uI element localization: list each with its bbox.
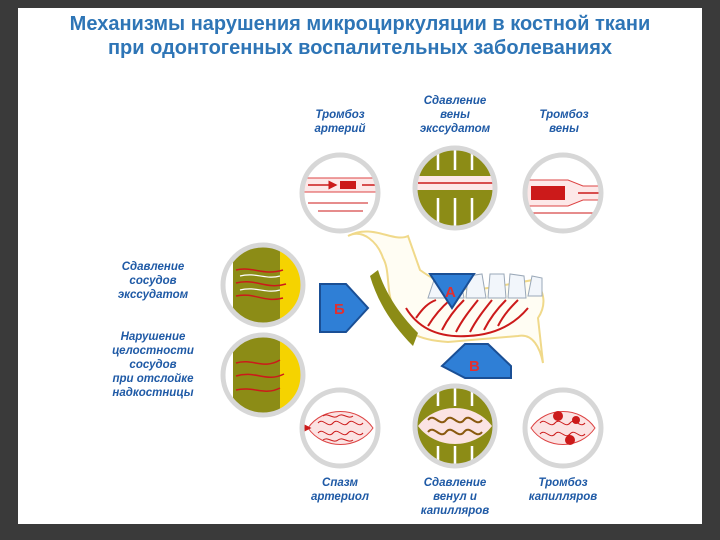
marker-v-label: В <box>469 358 480 375</box>
title-line-2: при одонтогенных воспалительных заболева… <box>107 37 613 59</box>
label-vein-compression: Сдавление вены экссудатом <box>419 95 491 135</box>
label-capillary-thrombosis: Тромбоз капилляров <box>528 477 598 503</box>
label-vessel-compression: Сдавление сосудов экссудатом <box>117 261 189 301</box>
vessel-compression-circle <box>220 242 306 328</box>
marker-v-arrow: В <box>440 343 512 379</box>
capillary-thrombosis-circle <box>522 387 604 469</box>
label-artery-thrombosis: Тромбоз артерий <box>314 109 366 135</box>
slide: Механизмы нарушения микроциркуляции в ко… <box>18 8 702 524</box>
artery-thrombosis-circle <box>299 152 381 234</box>
venule-compression-circle <box>412 383 498 469</box>
label-venule-compression: Сдавление венул и капилляров <box>420 477 490 517</box>
marker-a-label: А <box>445 284 456 301</box>
label-vein-thrombosis: Тромбоз вены <box>539 109 589 135</box>
title-line-1: Механизмы нарушения микроциркуляции в ко… <box>69 13 651 35</box>
diagram-canvas: Б А В <box>220 145 604 469</box>
marker-b-label: Б <box>334 301 345 318</box>
label-arteriole-spasm: Спазм артериол <box>310 477 370 503</box>
marker-a-arrow: А <box>428 273 476 310</box>
arteriole-spasm-circle <box>299 387 381 469</box>
label-vessel-integrity: Нарушение целостности сосудов при отслой… <box>112 331 194 399</box>
vessel-integrity-circle <box>220 332 306 418</box>
marker-b-arrow: Б <box>319 283 370 333</box>
vein-thrombosis-circle <box>522 152 604 234</box>
vein-compression-circle <box>412 145 498 231</box>
slide-title: Механизмы нарушения микроциркуляции в ко… <box>18 12 702 60</box>
